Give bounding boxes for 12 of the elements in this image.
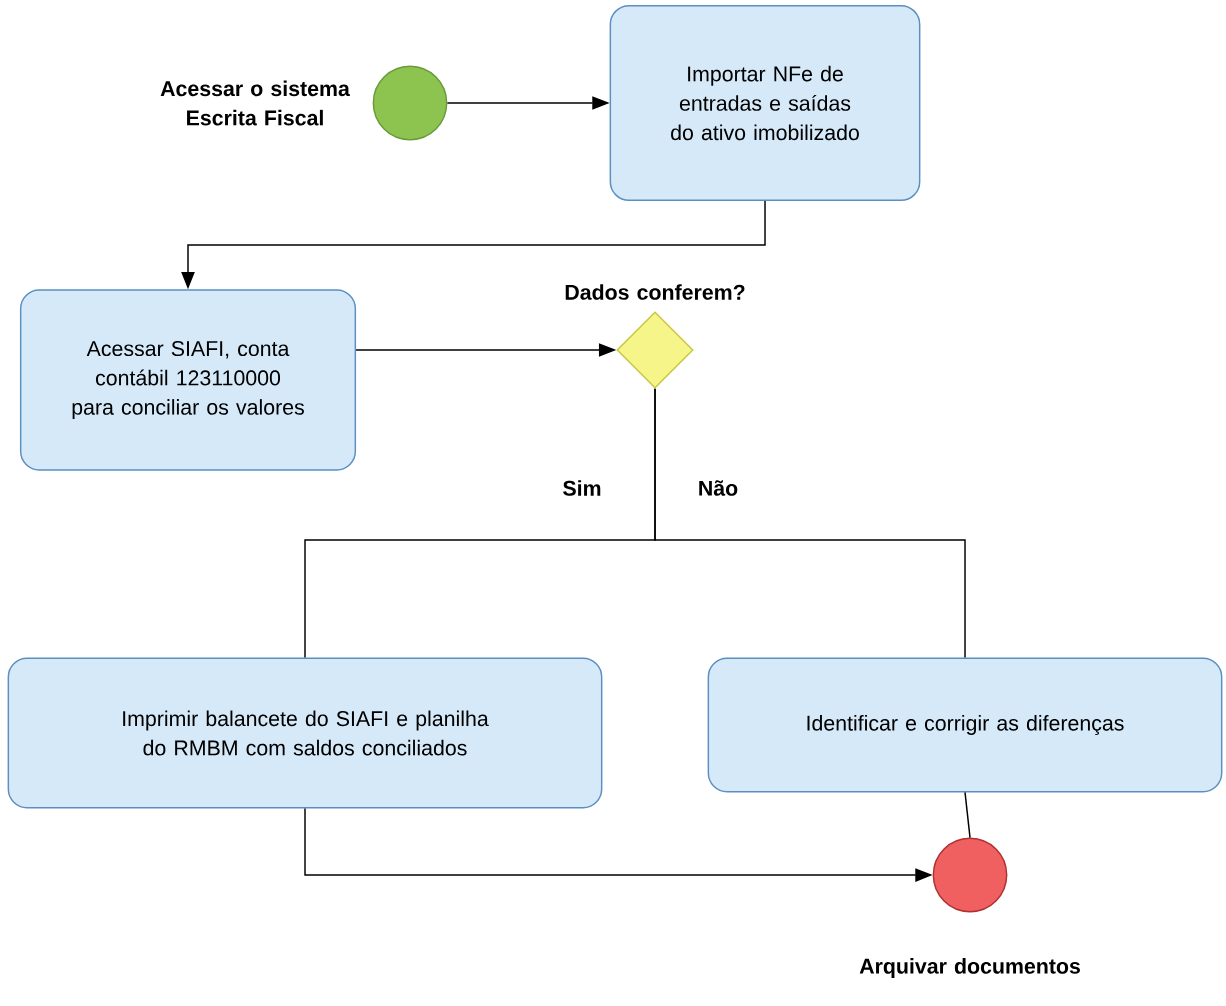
edge-label: Não — [695, 477, 741, 499]
decision-diamond — [616, 311, 694, 389]
process-box: Importar NFe de entradas e saídas do ativo imobilizado — [609, 4, 921, 202]
node-caption: Dados conferem? — [565, 284, 745, 300]
node-caption: Acessar o sistema Escrita Fiscal — [160, 80, 350, 126]
event-circle — [932, 837, 1008, 913]
event-circle — [372, 65, 448, 141]
process-box: Identificar e corrigir as diferenças — [707, 657, 1223, 793]
process-box: Imprimir balancete do SIAFI e planilha do RMBM com saldos conciliados — [7, 657, 603, 809]
process-box: Acessar SIAFI, conta contábil 123110000 para conciliar os valores — [19, 289, 357, 471]
node-caption: Arquivar documentos — [859, 958, 1080, 978]
edge-label: Sim — [559, 477, 605, 499]
